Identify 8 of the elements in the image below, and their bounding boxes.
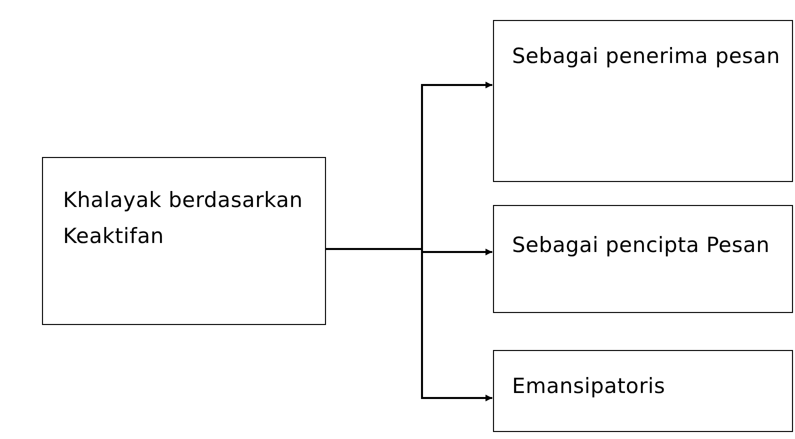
- box-label: Khalayak berdasarkan Keaktifan: [63, 187, 304, 250]
- box-label: Emansipatoris: [512, 373, 666, 400]
- box-label: Sebagai penerima pesan: [512, 43, 782, 70]
- process-box: [493, 350, 793, 432]
- process-box: [493, 20, 793, 182]
- process-box: [42, 157, 326, 325]
- box-label: Sebagai pencipta Pesan: [512, 232, 771, 259]
- process-box: [493, 205, 793, 313]
